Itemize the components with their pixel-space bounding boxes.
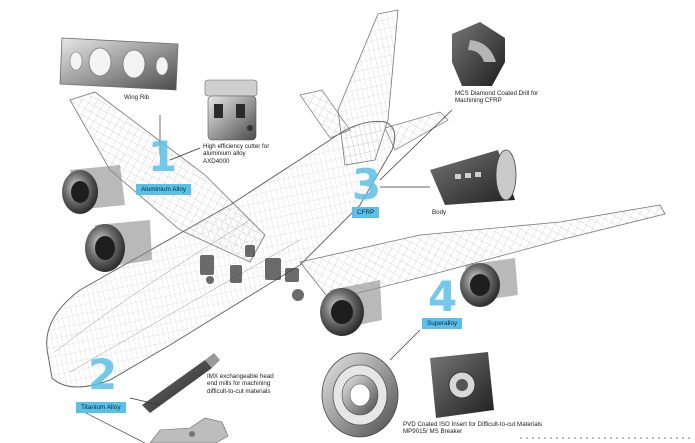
titanium-alloy-tag: Titanium Alloy [76,402,126,413]
superalloy-tag: Superalloy [422,318,463,329]
leader-lines [79,109,453,443]
engine-right-outer [460,258,518,307]
callout-2-line3: difficult-to-cut materials [207,387,271,395]
fuselage [46,120,396,388]
callout-number-4: 4 [428,272,458,321]
cutter-axd4000-image [204,79,258,141]
titanium-part-image [149,417,229,443]
drill-line1: MCS Diamond Coated Drill for [455,90,539,97]
callout-3-drill-text: MCS Diamond Coated Drill for Machining C… [455,90,538,105]
diamond-drill-image [452,22,505,86]
landing-gear [200,245,304,301]
iso-insert-image [430,352,494,418]
engine-left-outer [62,165,125,214]
callout-number-3: 3 [352,160,382,209]
callout-1-line3: AXD4000 [203,157,230,165]
callout-number-1: 1 [148,132,178,181]
callout-4-line1: PVD Coated ISO Insert for Difficult-to-c… [403,421,543,428]
aluminium-alloy-tag: Aluminium Alloy [136,184,192,195]
callout-2-line2: end mills for machining [207,380,271,388]
footer-dotted-rule [520,437,690,439]
cfrp-body-image [430,149,517,205]
callout-4-line2: MP9015/ MS Breaker [403,428,463,436]
drill-line2: Machining CFRP [455,97,502,105]
callout-2-line1: IMX exchangeable head [207,373,274,380]
engine-left-inner [85,220,152,272]
bearing-image [321,352,399,438]
callout-2-text: IMX exchangeable head end mills for mach… [207,373,274,395]
wing-rib-image [59,37,179,91]
callout-1-text: High efficiency cutter for aluminium all… [203,143,269,165]
engine-right-inner [320,280,382,336]
body-label: Body [432,209,447,216]
imx-endmill-image [142,353,220,413]
cfrp-tag: CFRP [352,207,380,218]
callout-4-text: PVD Coated ISO Insert for Difficult-to-c… [403,421,542,436]
callout-number-2: 2 [88,350,118,399]
callout-1-line1: High efficiency cutter for [203,143,270,150]
callout-1-line2: aluminium alloy [203,150,246,158]
wing-rib-label: Wing Rib [124,94,150,101]
